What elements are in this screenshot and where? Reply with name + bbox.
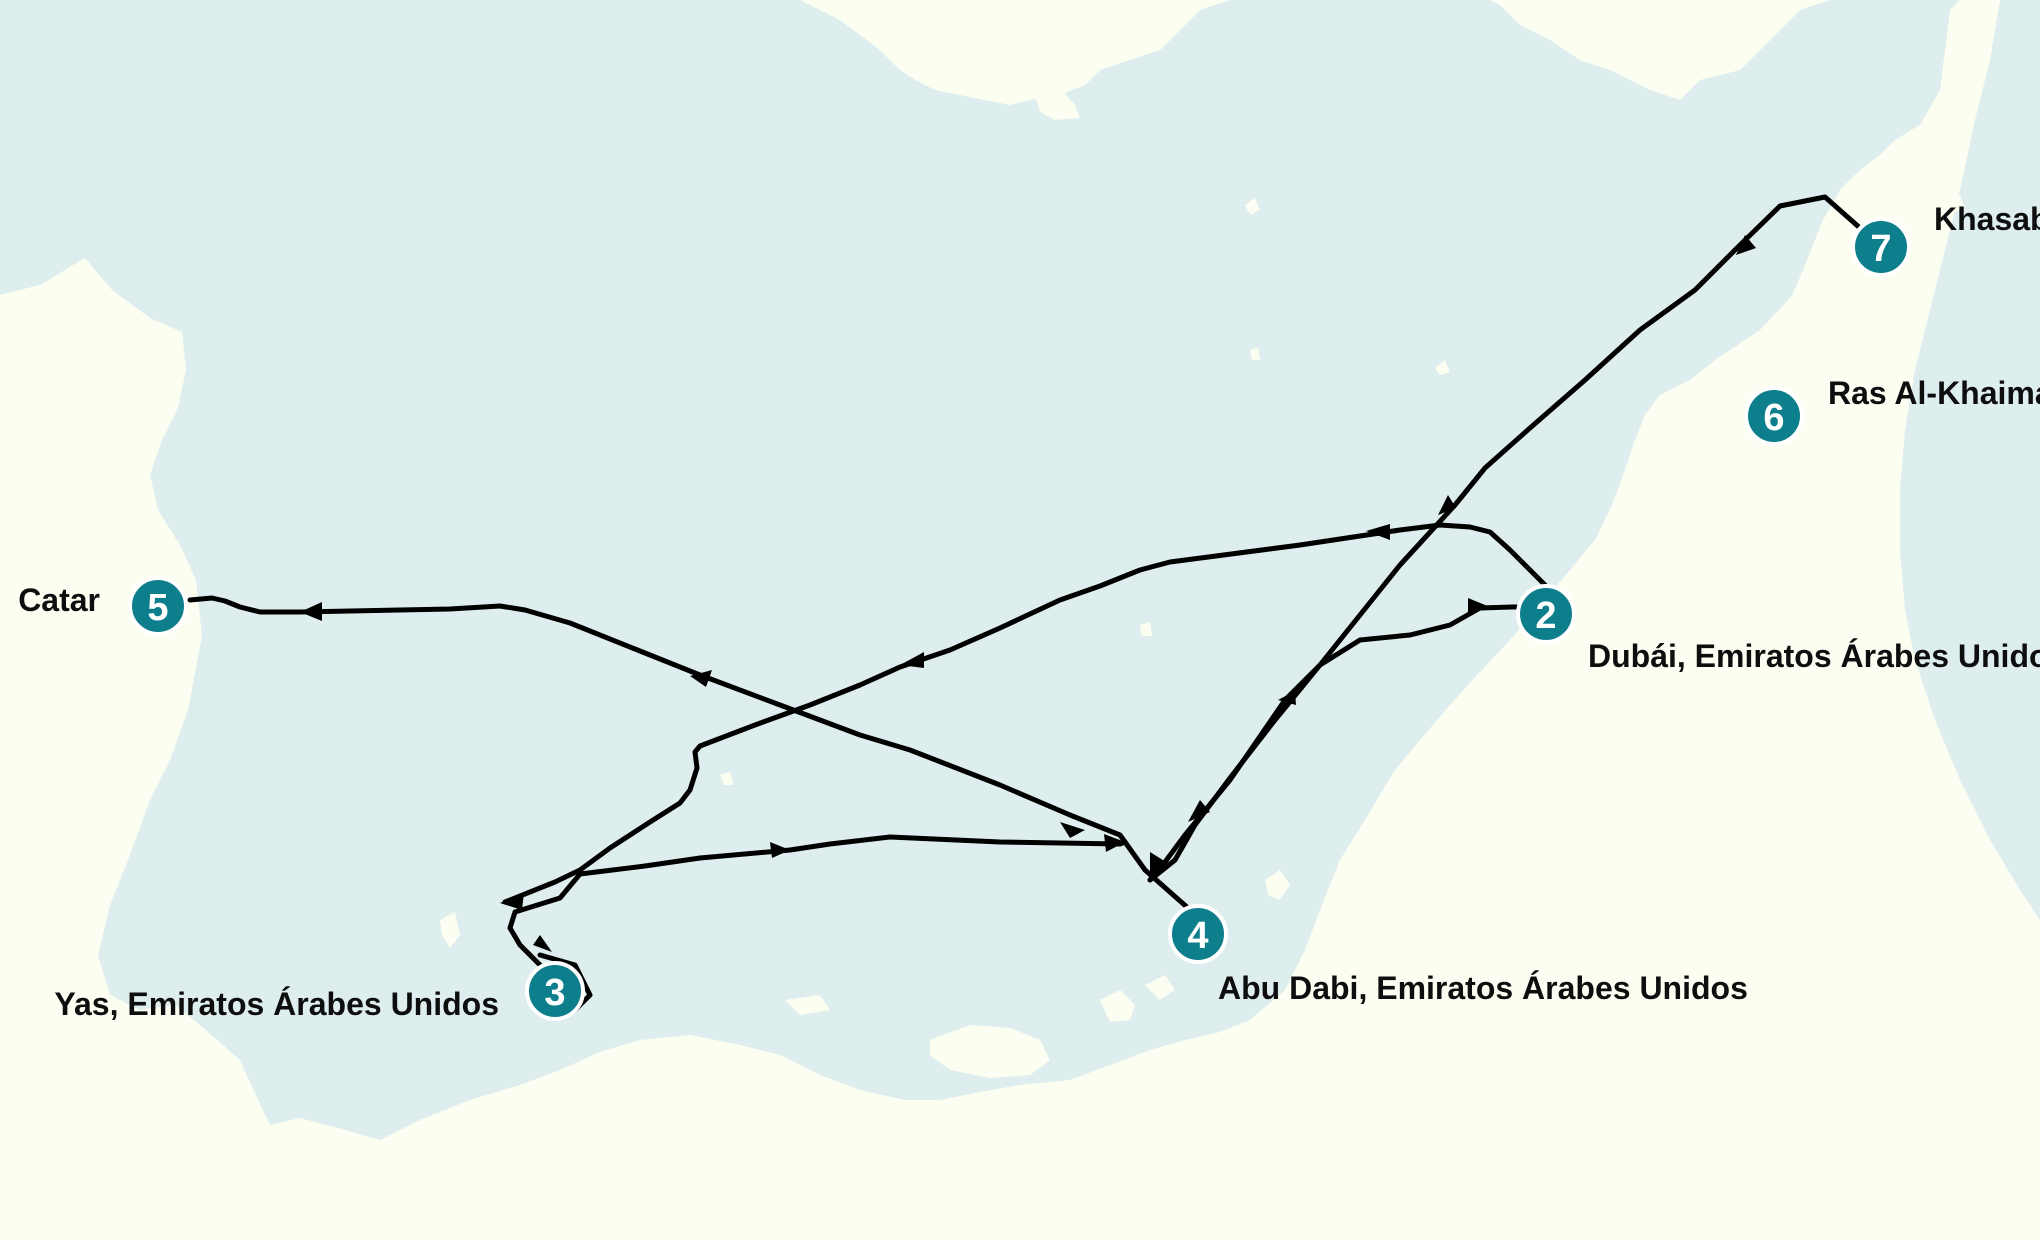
stop-2-label: Dubái, Emiratos Árabes Unidos xyxy=(1588,638,2040,674)
stop-3-number: 3 xyxy=(544,972,565,1014)
stop-6-label: Ras Al-Khaimah xyxy=(1828,375,2040,411)
arrow-head xyxy=(1104,834,1125,852)
route-4-to-5 xyxy=(187,595,1191,911)
arrow-head xyxy=(770,842,790,858)
arrow-head xyxy=(1060,822,1085,838)
arrow-head xyxy=(690,670,712,687)
stop-2-number: 2 xyxy=(1535,595,1556,637)
arrow-head xyxy=(1736,235,1756,255)
stop-3-label: Yas, Emiratos Árabes Unidos xyxy=(54,986,499,1022)
stop-4-label: Abu Dabi, Emiratos Árabes Unidos xyxy=(1218,970,1748,1006)
route-3-to-4 xyxy=(507,834,1128,993)
stop-6-number: 6 xyxy=(1763,397,1784,439)
stop-7-marker[interactable]: 7 Khasab xyxy=(1851,201,2040,277)
arrow-head xyxy=(1278,691,1296,705)
stop-2-marker[interactable]: 2 Dubái, Emiratos Árabes Unidos xyxy=(1516,584,2040,674)
arrow-head xyxy=(1438,495,1456,515)
arrow-head xyxy=(1150,852,1166,878)
stop-3-marker[interactable]: 3 Yas, Emiratos Árabes Unidos xyxy=(54,961,585,1022)
stop-6-marker[interactable]: 6 Ras Al-Khaimah xyxy=(1744,375,2040,446)
arrow-head xyxy=(900,652,924,668)
stop-7-label: Khasab xyxy=(1934,201,2040,237)
stop-4-number: 4 xyxy=(1187,915,1208,957)
stop-5-marker[interactable]: 5 Catar xyxy=(18,576,188,636)
arrow-head xyxy=(533,935,552,952)
arrow-head xyxy=(300,602,322,621)
stop-3-circle[interactable] xyxy=(525,961,585,1021)
stop-6-circle[interactable] xyxy=(1744,386,1804,446)
route-lines xyxy=(187,194,1863,1013)
stop-4-circle[interactable] xyxy=(1168,904,1228,964)
arrow-head xyxy=(1188,800,1210,822)
gulf-of-oman-water xyxy=(1900,0,2040,920)
route-2-to-3 xyxy=(502,522,1548,905)
arrow-head xyxy=(1468,598,1490,615)
stop-7-number: 7 xyxy=(1870,228,1891,270)
stop-2-circle[interactable] xyxy=(1516,584,1576,644)
stop-4-marker[interactable]: 4 Abu Dabi, Emiratos Árabes Unidos xyxy=(1168,904,1748,1006)
arrow-head xyxy=(1366,524,1390,540)
stop-5-number: 5 xyxy=(147,587,168,629)
stop-7-circle[interactable] xyxy=(1851,217,1911,277)
islands xyxy=(440,40,1965,1078)
stop-5-circle[interactable] xyxy=(128,576,188,636)
stop-5-label: Catar xyxy=(18,582,100,618)
arrow-head xyxy=(500,892,524,910)
persian-gulf-water xyxy=(0,0,1960,1140)
